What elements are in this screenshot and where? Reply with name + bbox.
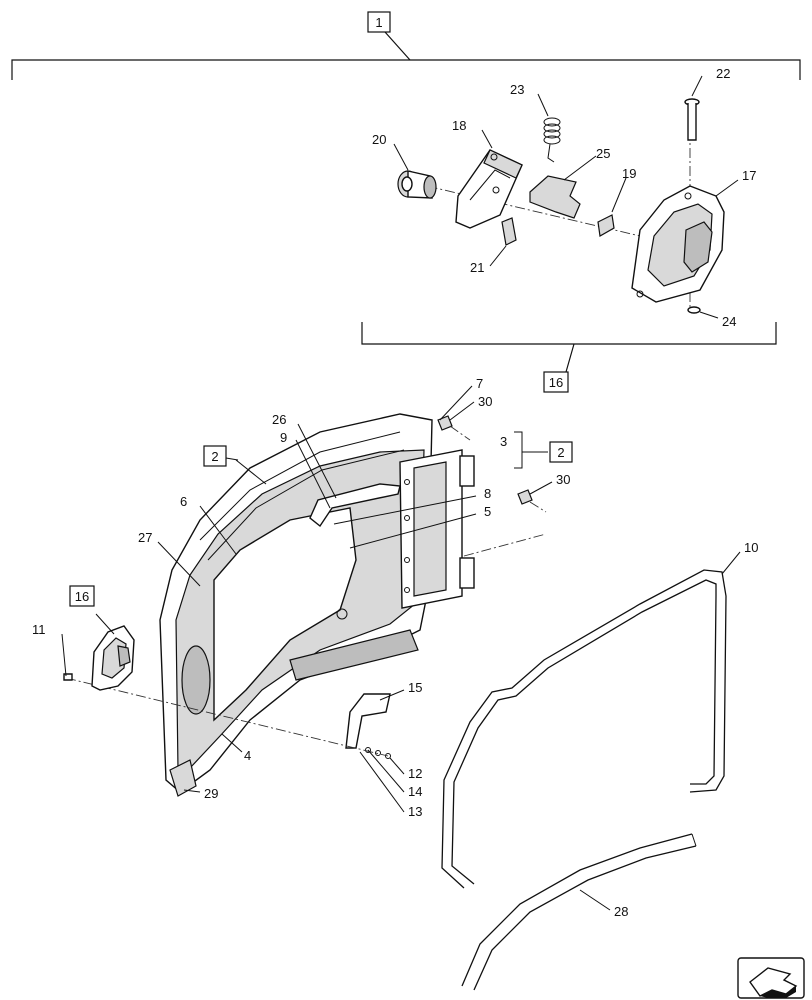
callout-3: 3 <box>500 434 507 449</box>
bolt-30-right <box>517 489 547 513</box>
callout-box-1: 1 <box>367 11 391 33</box>
pawl-19 <box>597 214 615 237</box>
callout-6: 6 <box>180 494 187 509</box>
callout-15: 15 <box>408 680 422 695</box>
screw-11 <box>63 673 73 681</box>
callout-label-16-left: 16 <box>75 589 89 604</box>
latch-subassembly <box>361 98 777 373</box>
callout-20: 20 <box>372 132 386 147</box>
callout-label-2-left: 2 <box>211 449 218 464</box>
callout-22: 22 <box>716 66 730 81</box>
pin-22 <box>684 98 700 141</box>
callout-24: 24 <box>722 314 736 329</box>
latch-bracket-18 <box>455 149 523 229</box>
latch-handle-17 <box>631 185 725 303</box>
assembly-axis-line <box>65 677 389 757</box>
hinge-plate-3 <box>399 449 475 609</box>
callout-14: 14 <box>408 784 422 799</box>
callout-labels: 22 23 18 20 25 19 17 21 24 7 30 3 30 26 … <box>32 66 758 919</box>
callout-label-1: 1 <box>375 15 382 30</box>
callout-12: 12 <box>408 766 422 781</box>
callout-13: 13 <box>408 804 422 819</box>
callout-25: 25 <box>596 146 610 161</box>
callout-10: 10 <box>744 540 758 555</box>
callout-box-2-right: 2 <box>549 441 573 463</box>
callout-7: 7 <box>476 376 483 391</box>
bracket-15 <box>345 693 391 749</box>
callout-label-16: 16 <box>549 375 563 390</box>
assembly-bracket-1 <box>11 31 801 80</box>
latch-cam-25 <box>529 175 581 219</box>
torsion-spring-23 <box>543 117 561 163</box>
subassembly-bracket-16 <box>361 322 777 345</box>
lock-cylinder-20 <box>397 170 437 199</box>
callout-21: 21 <box>470 260 484 275</box>
callout-28: 28 <box>614 904 628 919</box>
callout-5: 5 <box>484 504 491 519</box>
callout-11: 11 <box>32 622 46 637</box>
callout-17: 17 <box>742 168 756 183</box>
bolt-axis-line <box>463 533 547 557</box>
callout-label-2-right: 2 <box>557 445 564 460</box>
latch-handle-assembly-16 <box>91 625 135 691</box>
callout-9: 9 <box>280 430 287 445</box>
arrow-navigation-icon[interactable] <box>737 957 805 999</box>
door-panel-4 <box>159 413 433 797</box>
seal-strip-28 <box>461 833 697 991</box>
small-parts-12-14 <box>365 747 391 759</box>
callout-box-16-left: 16 <box>69 585 95 607</box>
callout-30-top: 30 <box>478 394 492 409</box>
callout-27: 27 <box>138 530 152 545</box>
callout-box-16: 16 <box>543 371 569 393</box>
retaining-ring-24 <box>687 306 701 314</box>
callout-8: 8 <box>484 486 491 501</box>
bolt-30-top <box>437 415 471 441</box>
callout-23: 23 <box>510 82 524 97</box>
callout-18: 18 <box>452 118 466 133</box>
callout-29: 29 <box>204 786 218 801</box>
seal-10 <box>441 569 727 889</box>
callout-4: 4 <box>244 748 251 763</box>
callout-leaders <box>61 75 741 911</box>
callout-19: 19 <box>622 166 636 181</box>
rod-9 <box>309 483 401 528</box>
clip-21 <box>501 217 517 246</box>
callout-30-right: 30 <box>556 472 570 487</box>
callout-box-2-left: 2 <box>203 445 227 467</box>
callout-26: 26 <box>272 412 286 427</box>
